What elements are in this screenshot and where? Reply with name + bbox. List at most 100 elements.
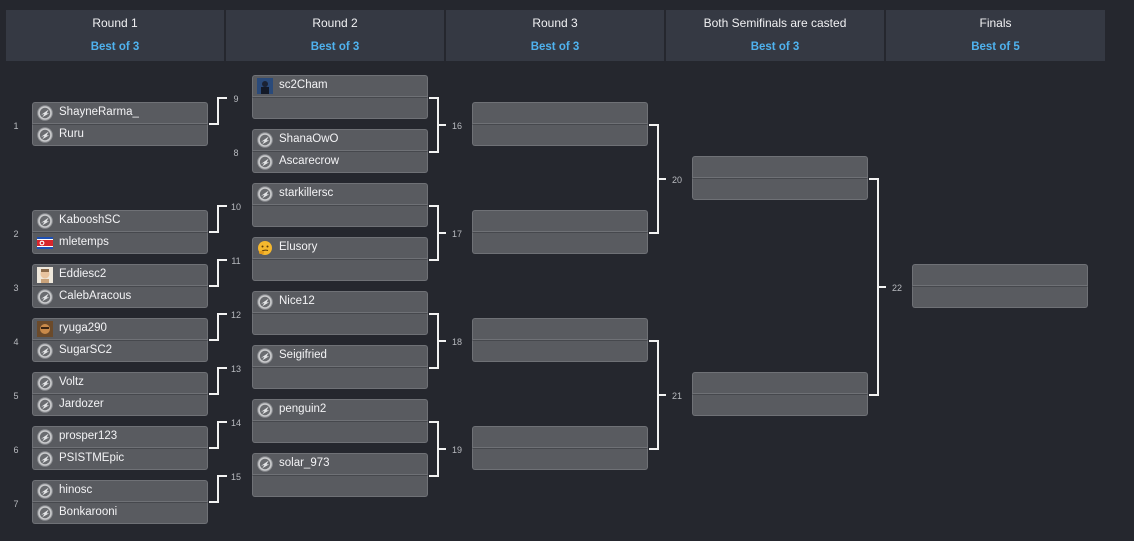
player-slot[interactable]: ShanaOwO [252, 129, 428, 151]
player-slot[interactable]: prosper123 [32, 426, 208, 448]
player-slot[interactable] [472, 102, 648, 124]
player-name: ShayneRarma_ [59, 106, 139, 118]
round-header-3: Round 3 Best of 3 [446, 10, 665, 61]
match-14[interactable]: penguin2 [252, 399, 428, 445]
player-name: Bonkarooni [59, 506, 118, 518]
player-slot[interactable] [692, 394, 868, 416]
match-12[interactable]: Nice12 [252, 291, 428, 337]
player-slot[interactable]: Seigifried [252, 345, 428, 367]
player-slot[interactable]: Bonkarooni [32, 502, 208, 524]
player-slot[interactable] [252, 475, 428, 497]
player-slot[interactable]: Eddiesc2 [32, 264, 208, 286]
match-2[interactable]: KabooshSC mletemps [32, 210, 208, 256]
round-header-5: Finals Best of 5 [886, 10, 1105, 61]
player-slot[interactable]: Elusory [252, 237, 428, 259]
match-18[interactable] [472, 318, 648, 364]
player-slot[interactable] [252, 97, 428, 119]
round-header-4: Both Semifinals are casted Best of 3 [666, 10, 885, 61]
match-21[interactable] [692, 372, 868, 418]
player-slot[interactable]: hinosc [32, 480, 208, 502]
player-slot[interactable]: SugarSC2 [32, 340, 208, 362]
player-slot[interactable]: penguin2 [252, 399, 428, 421]
player-slot[interactable] [692, 178, 868, 200]
player-slot[interactable] [472, 318, 648, 340]
round-header: Round 1 Best of 3 Round 2 Best of 3 Roun… [6, 10, 1105, 61]
player-slot[interactable] [472, 426, 648, 448]
match-20[interactable] [692, 156, 868, 202]
match-3[interactable]: Eddiesc2 CalebAracous [32, 264, 208, 310]
match-number: 15 [230, 472, 241, 482]
player-name: Elusory [279, 241, 318, 253]
match-number: 2 [13, 229, 19, 239]
player-name: SugarSC2 [59, 344, 113, 356]
player-slot[interactable] [252, 205, 428, 227]
match-8[interactable]: ShanaOwO Ascarecrow [252, 129, 428, 175]
match-4[interactable]: ryuga290 SugarSC2 [32, 318, 208, 364]
match-number: 22 [891, 283, 902, 293]
player-name: Seigifried [279, 349, 327, 361]
player-slot[interactable]: solar_973 [252, 453, 428, 475]
player-slot[interactable] [252, 259, 428, 281]
player-slot[interactable]: PSISTMEpic [32, 448, 208, 470]
player-slot[interactable] [252, 313, 428, 335]
player-slot[interactable]: mletemps [32, 232, 208, 254]
match-19[interactable] [472, 426, 648, 472]
player-slot[interactable] [692, 372, 868, 394]
match-1[interactable]: ShayneRarma_ Ruru [32, 102, 208, 148]
player-slot[interactable]: Ruru [32, 124, 208, 146]
player-slot[interactable] [912, 264, 1088, 286]
default-race-icon [257, 132, 273, 148]
match-number: 11 [231, 256, 241, 266]
player-slot[interactable]: KabooshSC [32, 210, 208, 232]
match-9[interactable]: sc2Cham [252, 75, 428, 121]
player-slot[interactable]: ryuga290 [32, 318, 208, 340]
match-number: 5 [13, 391, 19, 401]
player-slot[interactable] [472, 232, 648, 254]
match-15[interactable]: solar_973 [252, 453, 428, 499]
player-slot[interactable]: CalebAracous [32, 286, 208, 308]
player-slot[interactable]: Voltz [32, 372, 208, 394]
player-name: Nice12 [279, 295, 315, 307]
round-title: Finals [979, 16, 1012, 30]
player-slot[interactable]: Jardozer [32, 394, 208, 416]
player-name: Eddiesc2 [59, 268, 107, 280]
player-slot[interactable]: Ascarecrow [252, 151, 428, 173]
default-race-icon [37, 397, 53, 413]
player-name: Ascarecrow [279, 155, 340, 167]
match-22[interactable] [912, 264, 1088, 310]
player-slot[interactable] [912, 286, 1088, 308]
best-of-label: Best of 5 [971, 41, 1020, 53]
match-6[interactable]: prosper123 PSISTMEpic [32, 426, 208, 472]
player-slot[interactable] [692, 156, 868, 178]
player-name: PSISTMEpic [59, 452, 125, 464]
match-7[interactable]: hinosc Bonkarooni [32, 480, 208, 526]
player-slot[interactable] [472, 448, 648, 470]
player-slot[interactable] [252, 421, 428, 443]
match-13[interactable]: Seigifried [252, 345, 428, 391]
player-slot[interactable]: starkillersc [252, 183, 428, 205]
default-race-icon [37, 289, 53, 305]
match-16[interactable] [472, 102, 648, 148]
match-5[interactable]: Voltz Jardozer [32, 372, 208, 418]
north-korea-flag-icon [37, 237, 53, 249]
player-slot[interactable]: sc2Cham [252, 75, 428, 97]
match-17[interactable] [472, 210, 648, 256]
match-number: 4 [13, 337, 19, 347]
player-name: sc2Cham [279, 79, 328, 91]
match-number: 9 [233, 94, 239, 104]
match-10[interactable]: starkillersc [252, 183, 428, 229]
player-name: hinosc [59, 484, 93, 496]
player-slot[interactable] [472, 340, 648, 362]
round-header-2: Round 2 Best of 3 [226, 10, 445, 61]
player-slot[interactable] [472, 210, 648, 232]
player-slot[interactable] [252, 367, 428, 389]
match-number: 8 [233, 148, 239, 158]
player-name: starkillersc [279, 187, 334, 199]
player-slot[interactable] [472, 124, 648, 146]
player-slot[interactable]: Nice12 [252, 291, 428, 313]
default-race-icon [257, 294, 273, 310]
match-number: 14 [230, 418, 241, 428]
player-slot[interactable]: ShayneRarma_ [32, 102, 208, 124]
match-11[interactable]: Elusory [252, 237, 428, 283]
avatar-icon [37, 321, 53, 337]
